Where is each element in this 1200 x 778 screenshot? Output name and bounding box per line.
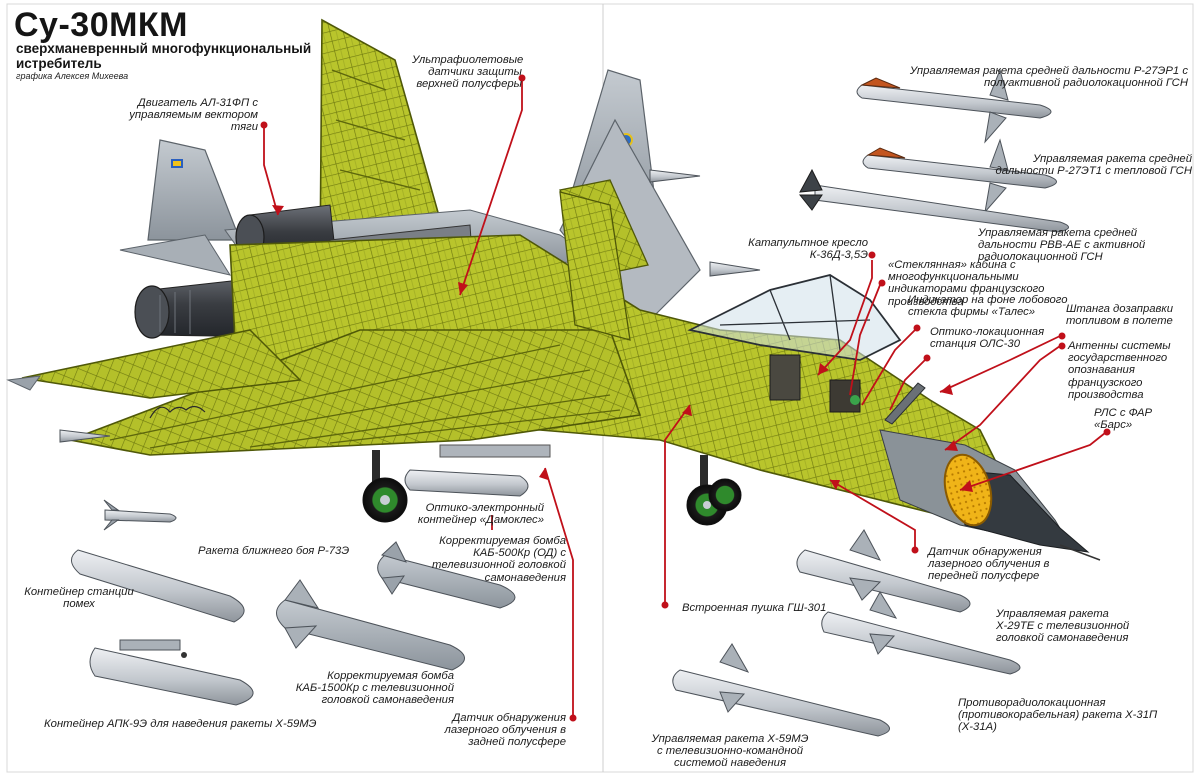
label-ols: Оптико-локационная станция ОЛС-30 (930, 326, 1045, 351)
bomb-kab1500 (276, 579, 465, 671)
bomb-kab500 (377, 541, 516, 609)
label-r27et1: Управляемая ракета средней дальности Р-2… (995, 153, 1192, 178)
label-seat: Катапультное кресло К-36Д-3,5Э (748, 237, 868, 262)
canard-left-frame (559, 191, 631, 341)
label-iff: Антенны системы государственного опознав… (1068, 340, 1171, 401)
missile-x59 (672, 643, 890, 737)
label-rvvae: Управляемая ракета средней дальности РВВ… (978, 227, 1146, 264)
missile-x29 (796, 529, 971, 613)
label-glass-cockpit: «Стеклянная» кабина с многофункциональны… (888, 259, 1045, 308)
damocles-pod (404, 469, 529, 497)
refuel-probe (884, 382, 926, 425)
page-subtitle: сверхманевренный многофункциональный ист… (16, 41, 312, 71)
leader-lines (263, 78, 1106, 718)
leader-arrowheads (272, 205, 973, 492)
label-uv-sensors: Ультрафиолетовые датчики защиты верхней … (412, 54, 524, 91)
label-refuel-probe: Штанга дозаправки топливом в полете (1066, 303, 1174, 328)
label-r73: Ракета ближнего боя Р-73Э (198, 545, 350, 557)
label-kab1500: Корректируемая бомба КАБ-1500Кр с телеви… (295, 670, 454, 707)
missile-x31 (821, 591, 1021, 675)
label-kab500: Корректируемая бомба КАБ-500Кр (ОД) с те… (431, 535, 566, 584)
artist-signature (149, 405, 206, 419)
apk9-pod (89, 639, 254, 706)
r73-missile (103, 499, 177, 531)
label-damocles: Оптико-электронный контейнер «Дамоклес» (417, 502, 544, 527)
label-gun: Встроенная пушка ГШ-301 (682, 602, 827, 614)
label-x31: Противорадиолокационная (противокорабель… (958, 697, 1158, 734)
missile-r27et1 (862, 138, 1057, 214)
label-laser-rear: Датчик обнаружения лазерного облучения в… (444, 712, 566, 749)
label-r27er1: Управляемая ракета средней дальности Р-2… (909, 65, 1188, 90)
page-title: Су-30МКМ (14, 6, 188, 44)
aircraft-cutaway (6, 18, 1101, 561)
label-laser-front: Датчик обнаружения лазерного облучения в… (928, 546, 1050, 583)
stabilizer-left-frame (21, 329, 302, 399)
leader-dots (260, 74, 1111, 722)
label-x59: Управляемая ракета Х-59МЭ с телевизионно… (651, 733, 809, 770)
label-engine: Двигатель АЛ-31ФП с управляемым вектором… (129, 97, 258, 134)
jammer-pod (71, 549, 245, 623)
label-radar: РЛС с ФАР «Барс» (1094, 407, 1153, 432)
label-hud: Индикатор на фоне лобового стекла фирмы … (908, 294, 1068, 319)
label-jammer: Контейнер станции помех (24, 586, 134, 611)
label-apk9: Контейнер АПК-9Э для наведения ракеты Х-… (44, 718, 317, 730)
label-x29: Управляемая ракета Х-29ТЕ с телевизионно… (996, 608, 1130, 645)
missile-r27er1 (856, 68, 1052, 144)
cockpit-canopy (687, 274, 902, 413)
artist-credit: графика Алексея Михеева (16, 71, 129, 81)
landing-gear (362, 450, 742, 526)
missile-rvvae (798, 168, 1069, 233)
